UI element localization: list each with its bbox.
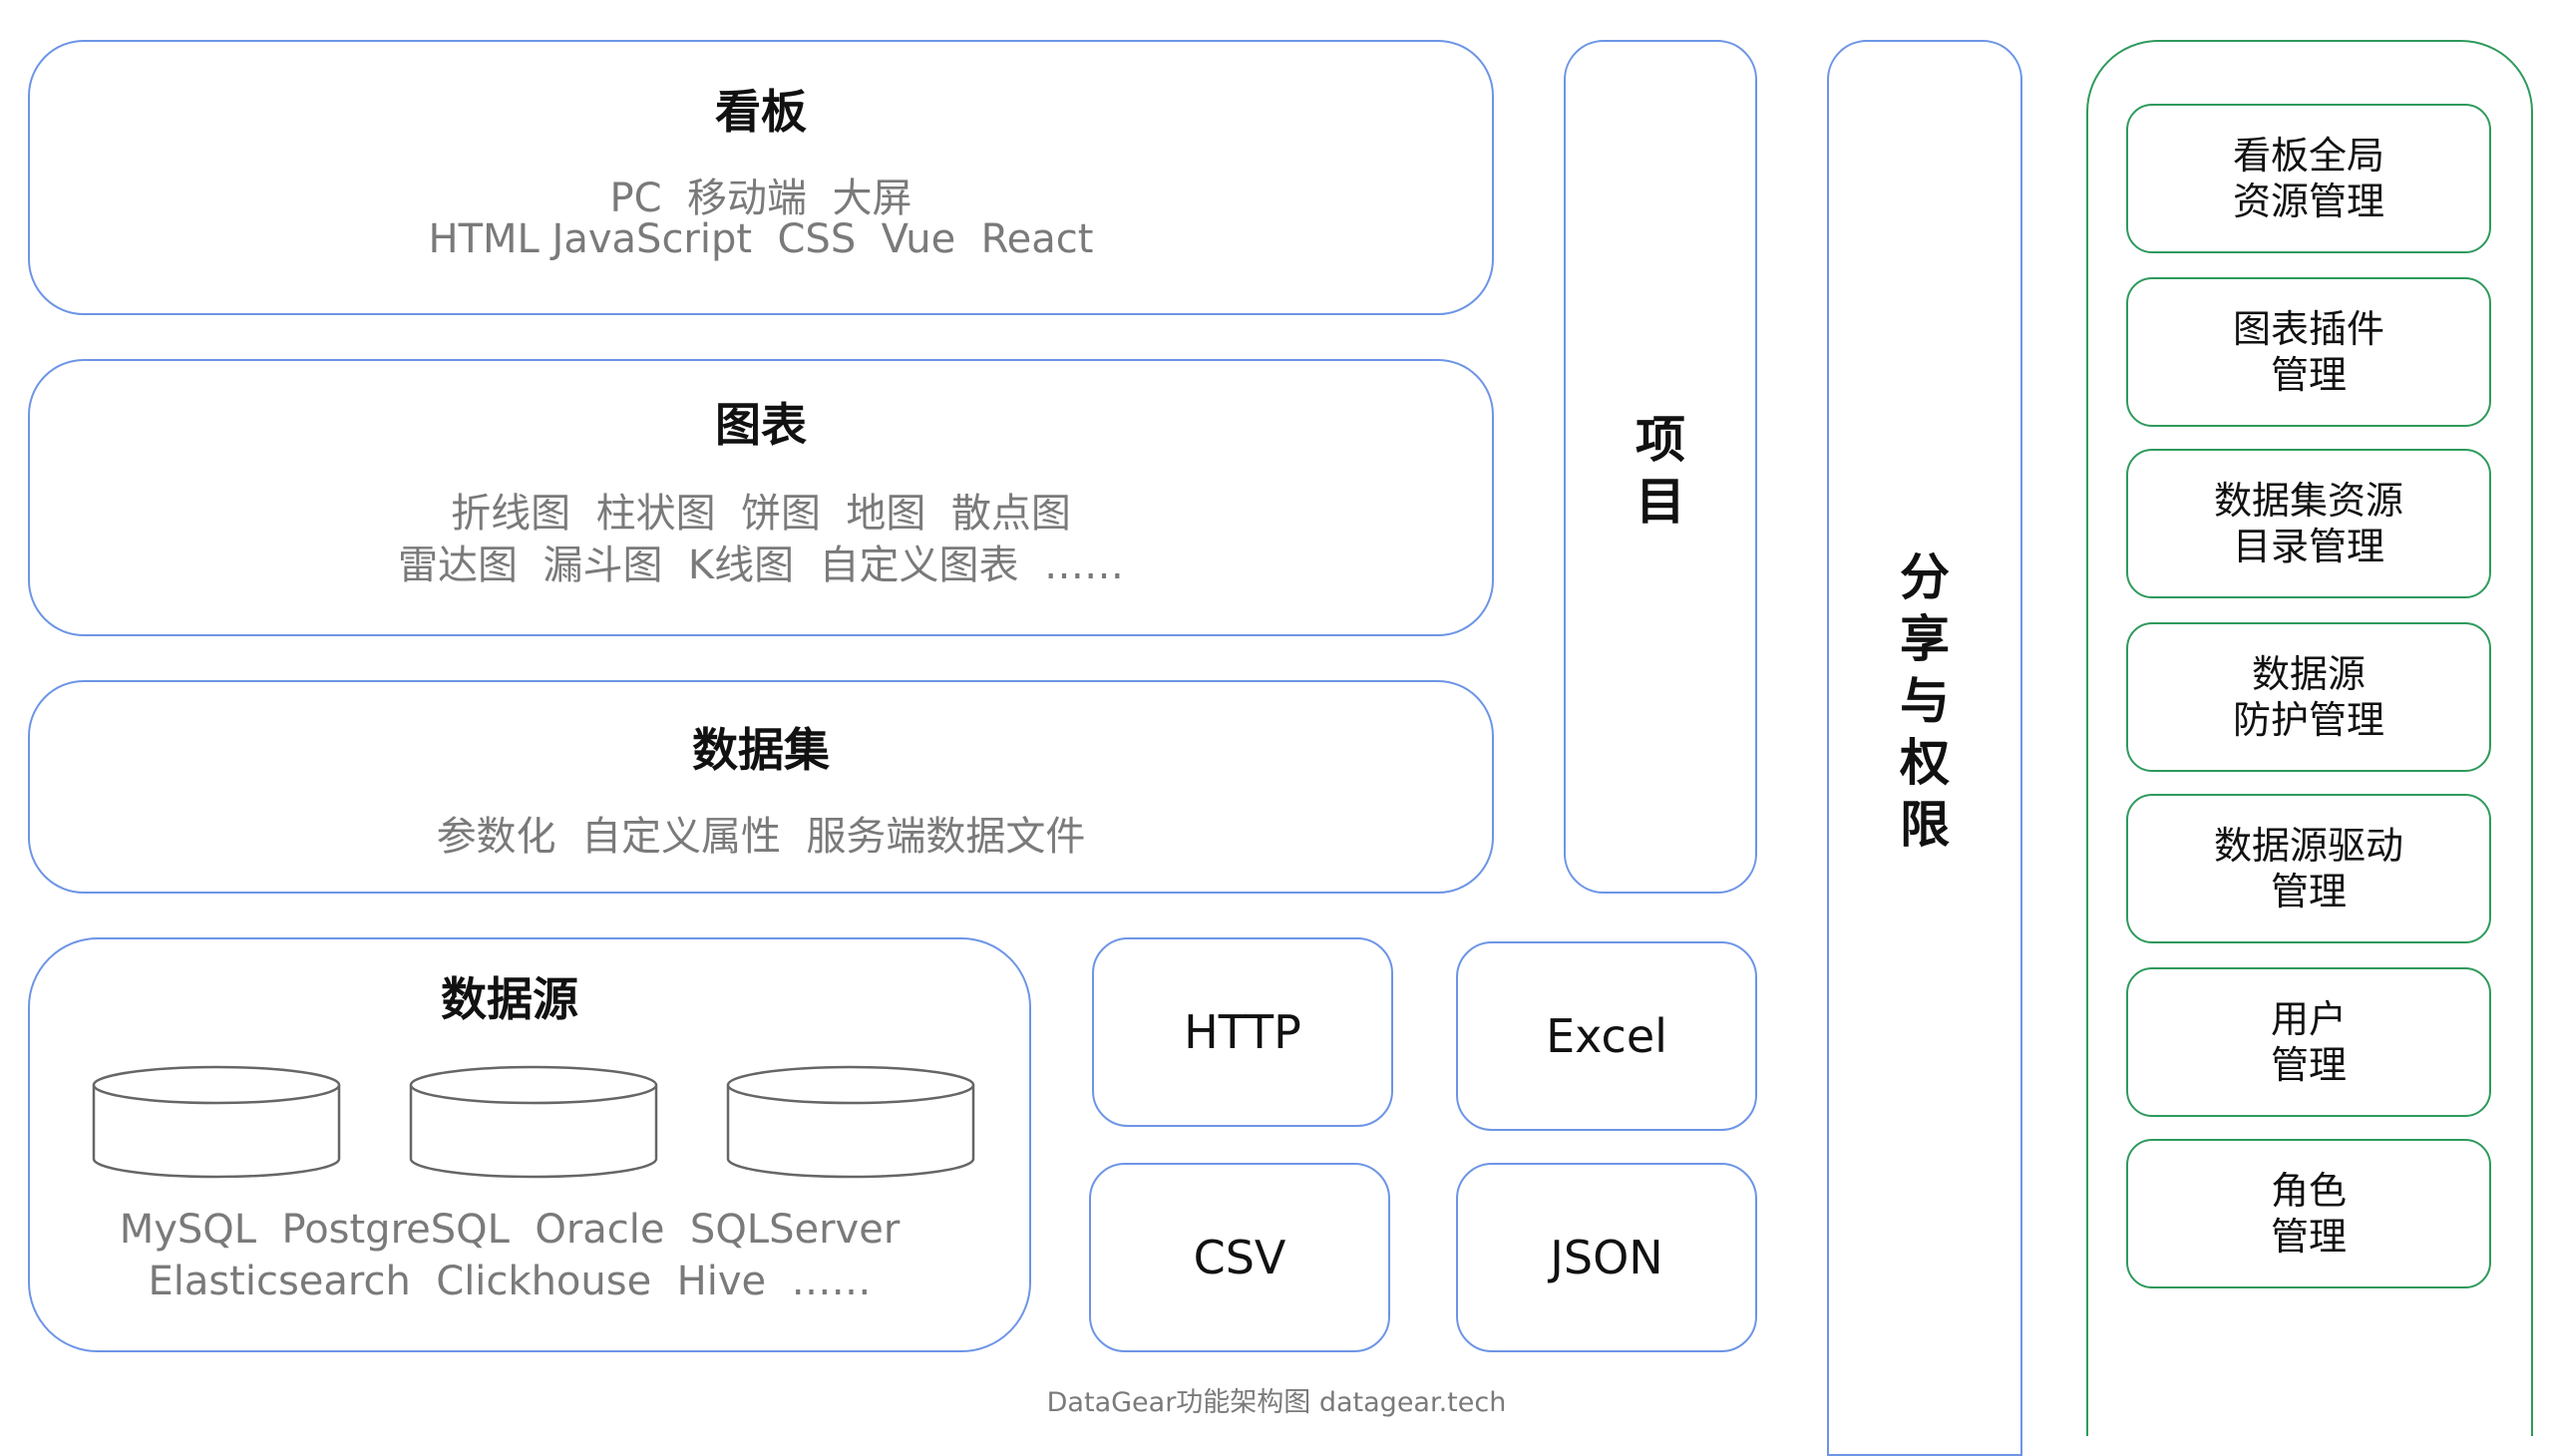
share-permission-column: 分 享 与 权 限	[1827, 40, 2022, 1456]
project-column: 项 目	[1564, 40, 1757, 894]
kanban-title: 看板	[715, 85, 807, 139]
admin-column	[2086, 40, 2533, 1436]
dataset-line-1: 参数化 自定义属性 服务端数据文件	[436, 814, 1086, 860]
csv-source-box: CSV	[1089, 1163, 1390, 1352]
chart-line-2: 雷达图 漏斗图 K线图 自定义图表 ……	[398, 543, 1124, 588]
admin-item-users: 用户 管理	[2126, 967, 2491, 1117]
chart-line-1: 折线图 柱状图 饼图 地图 散点图	[451, 491, 1071, 537]
database-cylinder-icon	[726, 1065, 975, 1179]
http-source-box: HTTP	[1092, 937, 1393, 1127]
share-permission-label: 分 享 与 权 限	[1900, 548, 1950, 854]
diagram-caption: DataGear功能架构图 datagear.tech	[1046, 1387, 1507, 1418]
admin-item-dataset-catalog: 数据集资源 目录管理	[2126, 449, 2491, 598]
kanban-line-1: PC 移动端 大屏	[609, 176, 912, 221]
datasource-line-1: MySQL PostgreSQL Oracle SQLServer	[119, 1207, 901, 1253]
dataset-layer: 数据集 参数化 自定义属性 服务端数据文件	[28, 680, 1494, 894]
database-cylinder-icon	[409, 1065, 658, 1179]
admin-item-datasource-driver: 数据源驱动 管理	[2126, 794, 2491, 943]
json-source-box: JSON	[1456, 1163, 1757, 1352]
admin-item-datasource-guard: 数据源 防护管理	[2126, 622, 2491, 772]
datasource-layer: 数据源 MySQL PostgreSQL Oracle SQLServer El…	[28, 937, 1031, 1352]
admin-item-chart-plugins: 图表插件 管理	[2126, 277, 2491, 427]
chart-layer: 图表 折线图 柱状图 饼图 地图 散点图 雷达图 漏斗图 K线图 自定义图表 ……	[28, 359, 1494, 636]
project-label: 项 目	[1636, 411, 1685, 531]
admin-item-dashboard-resources: 看板全局 资源管理	[2126, 104, 2491, 253]
kanban-layer: 看板 PC 移动端 大屏 HTML JavaScript CSS Vue Rea…	[28, 40, 1494, 315]
datasource-title: 数据源	[441, 972, 578, 1026]
excel-source-box: Excel	[1456, 941, 1757, 1131]
dataset-title: 数据集	[692, 723, 830, 777]
kanban-line-2: HTML JavaScript CSS Vue React	[428, 216, 1094, 262]
chart-title: 图表	[715, 398, 807, 452]
database-cylinder-icon	[92, 1065, 341, 1179]
datasource-line-2: Elasticsearch Clickhouse Hive ……	[148, 1259, 872, 1304]
admin-item-roles: 角色 管理	[2126, 1139, 2491, 1288]
